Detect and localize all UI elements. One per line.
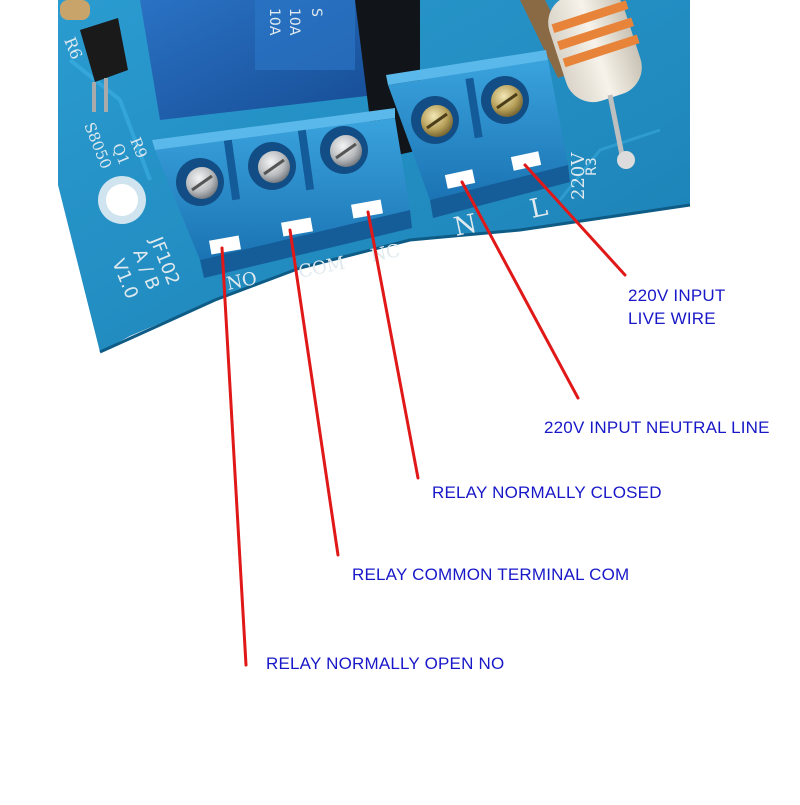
power-resistor-r3	[520, 0, 642, 169]
screw-n	[421, 105, 453, 137]
pin-label-l: L	[527, 192, 550, 225]
leader-line-no	[220, 246, 248, 667]
callout-neutral-line-1: 220V INPUT NEUTRAL LINE	[544, 418, 770, 437]
callout-live-line-2: LIVE WIRE	[628, 309, 716, 328]
leader-line-neutral	[460, 180, 580, 400]
leader-line-nc	[366, 210, 420, 480]
voltage-mark: 220V	[568, 152, 589, 200]
callout-live-line-1: 220V INPUT	[628, 286, 726, 305]
callout-nc-line-1: RELAY NORMALLY CLOSED	[432, 483, 662, 502]
callout-com-line-1: RELAY COMMON TERMINAL COM	[352, 565, 630, 584]
input-terminal-block	[386, 50, 570, 218]
resistor-label-r3: R3	[584, 157, 600, 176]
transistor-q1	[80, 18, 128, 112]
screw-no	[186, 167, 218, 199]
callout-live-wire: 220V INPUT LIVE WIRE	[628, 284, 725, 330]
callout-normally-open: RELAY NORMALLY OPEN NO	[266, 652, 504, 675]
callout-common-terminal: RELAY COMMON TERMINAL COM	[352, 563, 629, 586]
relay-rating-line-1: 10A	[266, 8, 282, 36]
relay-rating-line-3: S	[308, 8, 324, 17]
callout-no-line-1: RELAY NORMALLY OPEN NO	[266, 654, 505, 673]
screw-com	[258, 151, 290, 183]
leader-line-live	[523, 163, 627, 277]
screw-nc	[330, 135, 362, 167]
relay-rating-line-2: 10A	[286, 8, 302, 36]
screw-l	[491, 85, 523, 117]
callout-normally-closed: RELAY NORMALLY CLOSED	[432, 481, 662, 504]
resistor-r6	[60, 0, 90, 20]
callout-neutral-line: 220V INPUT NEUTRAL LINE	[544, 416, 770, 439]
leader-line-com	[288, 228, 340, 557]
